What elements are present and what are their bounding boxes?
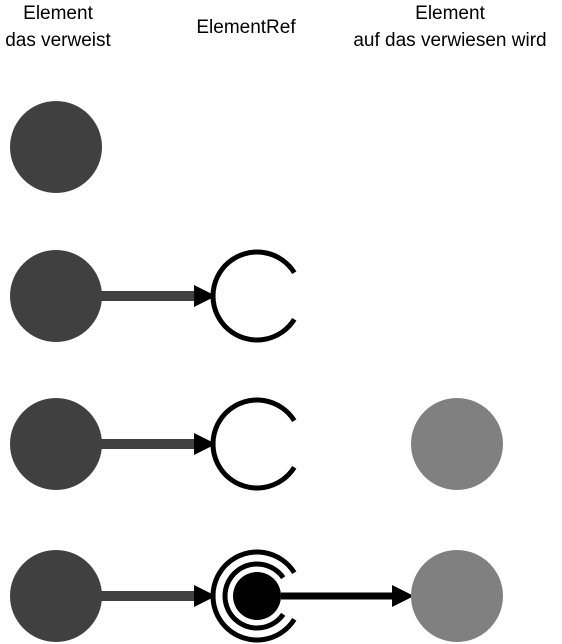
source-element-row-2 bbox=[10, 250, 102, 342]
column-header-source: Element das verweist bbox=[0, 0, 116, 54]
element-ref-row-4 bbox=[210, 549, 297, 643]
arrow-source-to-ref-row-4-head bbox=[194, 585, 216, 607]
source-element-row-4 bbox=[10, 550, 102, 642]
source-element-row-3 bbox=[10, 398, 102, 490]
arrow-source-to-ref-row-3-head bbox=[194, 433, 216, 455]
column-header-ref: ElementRef bbox=[176, 14, 316, 41]
element-ref-inner-ring-row-4 bbox=[222, 561, 286, 631]
source-element-row-1 bbox=[10, 101, 102, 193]
element-ref-resolved-dot-row-4 bbox=[233, 572, 281, 620]
element-ref-row-3 bbox=[210, 397, 297, 491]
target-element-row-3 bbox=[411, 398, 503, 490]
column-header-target: Element auf das verwiesen wird bbox=[330, 0, 562, 54]
arrow-source-to-ref-row-2-head bbox=[194, 285, 216, 307]
column-header-ref-line-1: ElementRef bbox=[196, 17, 296, 38]
element-ref-row-2 bbox=[210, 249, 297, 343]
column-header-target-line-1: Element bbox=[415, 3, 485, 24]
column-header-source-line-1: Element bbox=[23, 3, 93, 24]
target-element-row-4 bbox=[411, 550, 503, 642]
column-header-source-line-2: das verweist bbox=[5, 30, 111, 51]
arrow-ref-to-target-row-4-head bbox=[392, 585, 414, 607]
column-header-target-line-2: auf das verwiesen wird bbox=[353, 30, 547, 51]
